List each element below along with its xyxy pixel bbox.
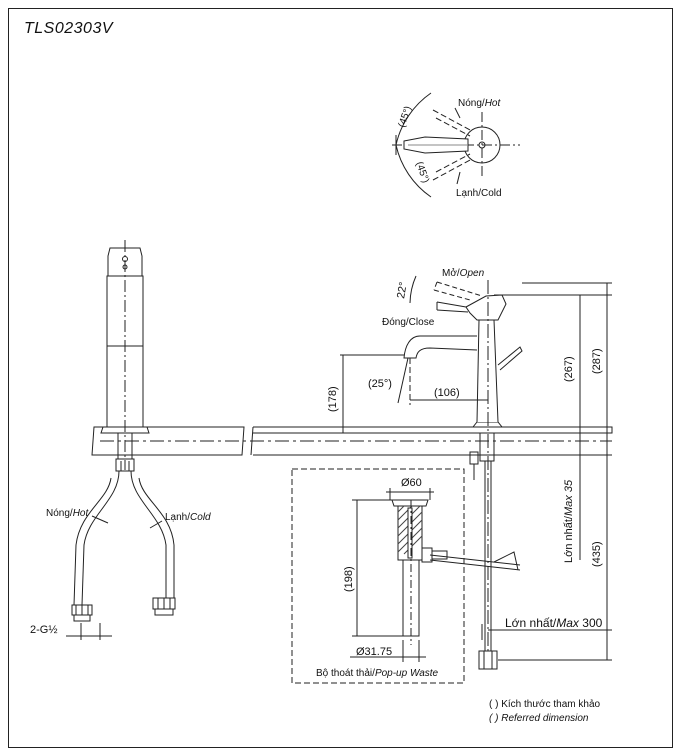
max-300-dim: Lớn nhất/Max 300	[505, 616, 603, 630]
top-view	[392, 92, 520, 198]
top-hot-angle: (45°)	[396, 105, 414, 129]
top-cold-label: Lạnh/Cold	[456, 188, 502, 199]
waste-caption: Bộ thoát thải/Pop-up Waste	[316, 668, 439, 679]
height-267-dim: (267)	[563, 356, 575, 382]
side-lever	[465, 294, 507, 321]
waste-box	[291, 468, 465, 684]
front-view	[66, 240, 176, 640]
top-hot-label: Nóng/Hot	[458, 98, 501, 109]
dim-435: (435)	[591, 541, 603, 567]
spout-angle: (25°)	[368, 378, 392, 390]
hot-angle-arc	[395, 92, 432, 146]
waste-bottom-diameter: Ø31.75	[356, 646, 392, 658]
open-label: Mở/Open	[442, 267, 485, 279]
side-spout	[403, 335, 478, 359]
thread-size-label: 2-G½	[30, 624, 58, 636]
drawing-frame	[8, 8, 673, 748]
waste-top-diameter: Ø60	[401, 477, 422, 489]
top-cold-angle: (45°)	[413, 160, 431, 184]
spout-reach-dim: (106)	[434, 387, 460, 399]
front-cold-label: Lạnh/Cold	[165, 512, 211, 523]
popup-waste	[291, 468, 465, 684]
model-number: TLS02303V	[24, 20, 114, 37]
cold-angle-arc	[395, 144, 432, 198]
side-view	[340, 275, 612, 670]
legend-line-en: ( ) Referred dimension	[489, 713, 589, 724]
legend-line-vi: ( ) Kích thước tham khảo	[489, 699, 601, 710]
waste-height-dim: (198)	[343, 566, 355, 592]
countertop	[91, 426, 613, 456]
spout-height-dim: (178)	[327, 386, 339, 412]
front-hot-label: Nóng/Hot	[46, 508, 89, 519]
height-287-dim: (287)	[591, 348, 603, 374]
close-label: Đóng/Close	[382, 317, 435, 328]
lever-angle: 22°	[395, 281, 410, 299]
max-35-dim: Lớn nhất/Max 35	[563, 479, 575, 563]
dimension-legend: ( ) Kích thước tham khảo ( ) Referred di…	[489, 698, 600, 726]
